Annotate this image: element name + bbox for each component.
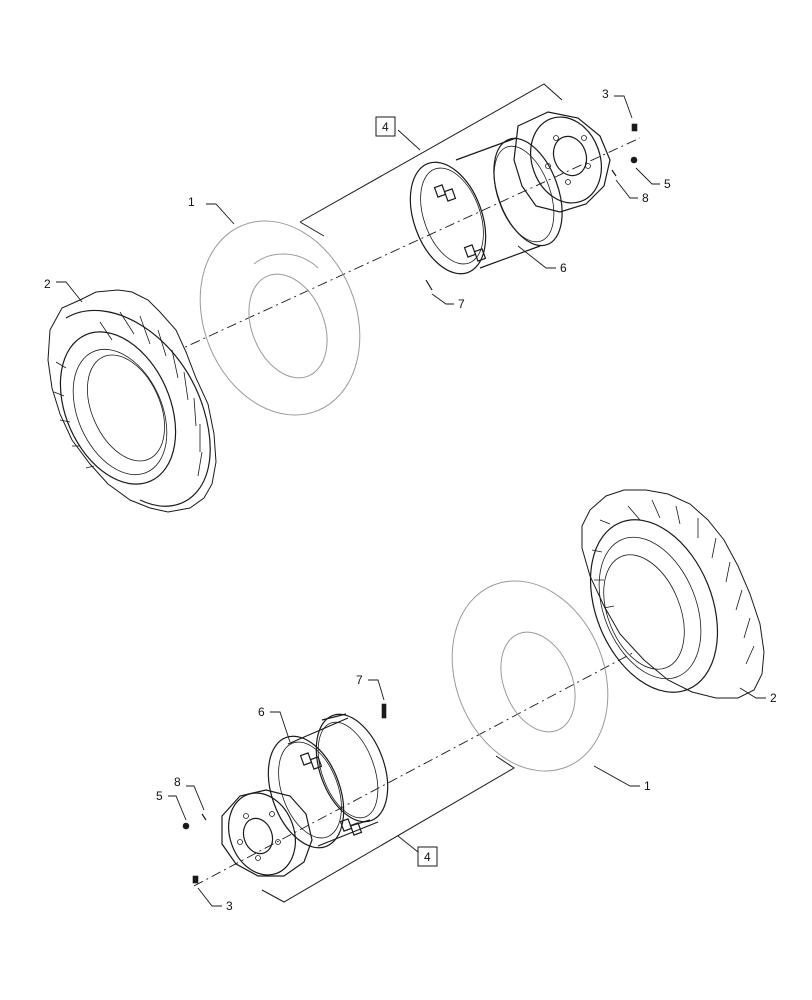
top-assembly-bracket [299,83,563,237]
top-tire [47,289,217,513]
top-callout-bolt: 3 [602,87,609,101]
bottom-bolt [192,875,199,884]
top-callout-valve-stem: 7 [458,297,465,311]
bottom-callout-tire: 2 [770,691,777,705]
bottom-center-axis [193,611,711,887]
bottom-nut [182,822,190,830]
top-callout-assembly: 4 [382,120,389,134]
bottom-callout-washer: 8 [174,775,181,789]
top-callout-nut: 5 [664,177,671,191]
callout-labels: 1 2 3 4 5 8 6 7 1 2 3 4 5 8 6 7 [44,87,777,913]
bottom-assembly-bracket [261,755,515,903]
bottom-rim [267,713,389,849]
top-tire-tread [47,289,217,513]
top-nut [630,156,638,164]
top-wheel-assembly [47,83,660,513]
top-hub [513,111,611,213]
bottom-tire [581,489,765,699]
top-callout-assembly-box [375,116,396,137]
bottom-callout-tube: 1 [644,779,651,793]
bottom-washer [201,813,207,821]
top-callout-washer: 8 [642,191,649,205]
bottom-inner-tube [451,580,609,772]
bottom-valve-stem [381,703,387,719]
top-bolt [631,123,638,132]
top-callout-rim: 6 [560,261,567,275]
bottom-callout-assembly: 4 [424,850,431,864]
top-rim [409,137,563,275]
top-inner-tube [199,220,361,416]
bottom-callout-nut: 5 [156,789,163,803]
bottom-hub [221,789,313,877]
bottom-callout-assembly-box [417,846,438,867]
top-valve-stem [425,279,433,291]
bottom-callout-valve-stem: 7 [356,673,363,687]
bottom-callout-bolt: 3 [226,899,233,913]
top-callout-tube: 1 [188,195,195,209]
bottom-wheel-assembly [168,489,766,907]
top-center-axis [117,137,641,379]
bottom-callout-rim: 6 [258,705,265,719]
top-washer [611,169,617,177]
top-callout-tire: 2 [44,277,51,291]
bottom-tire-tread [581,489,765,699]
